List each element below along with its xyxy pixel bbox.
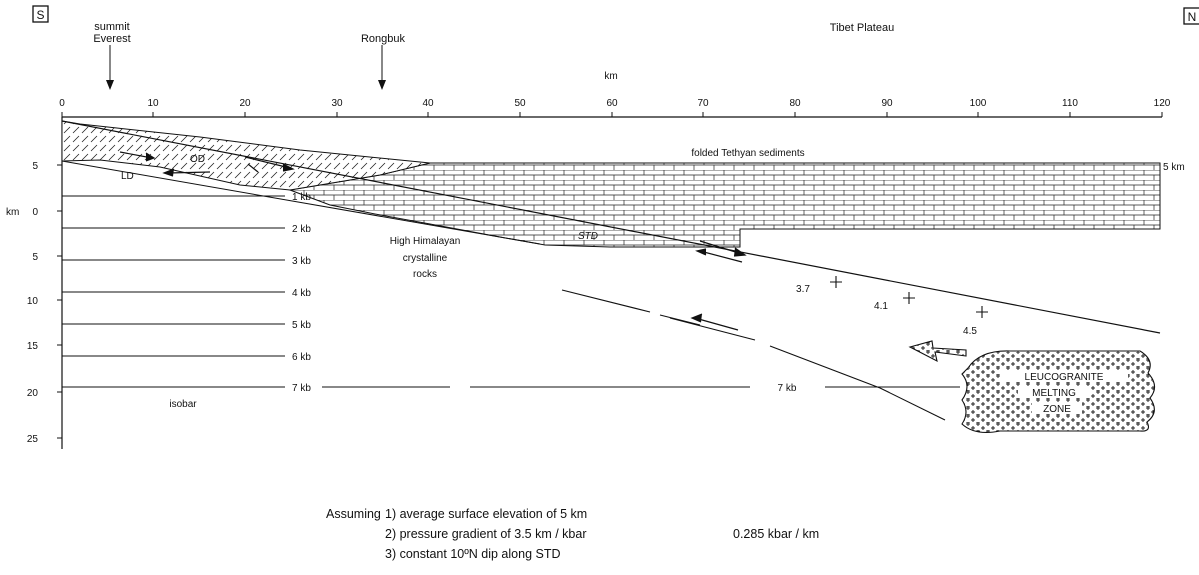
top-axis-tick-label: 100 <box>970 98 987 109</box>
left-axis-tick-label: 25 <box>27 434 39 445</box>
std-fault-line <box>61 120 1161 334</box>
top-axis-tick-label: 60 <box>606 98 618 109</box>
ld-fault-line <box>61 160 541 245</box>
rongbuk-arrow <box>378 45 386 90</box>
isobar-value-label: 7 kb <box>292 383 311 394</box>
svg-text:N: N <box>1188 10 1197 24</box>
hh-label-1: High Himalayan <box>390 236 461 247</box>
isobar-lines: 1 kb 2 kb 3 kb 4 kb 5 kb 6 kb 7 kb <box>62 192 311 394</box>
summit-label: summit <box>94 21 129 33</box>
isobar-value-label: 1 kb <box>292 192 311 203</box>
top-distance-axis: 0 10 20 30 40 50 60 70 80 90 100 110 120 <box>59 98 1171 118</box>
folded-sediments-label: folded Tethyan sediments <box>691 148 804 159</box>
svg-text:4.1: 4.1 <box>874 301 888 312</box>
svg-text:S: S <box>36 8 44 22</box>
melting-zone-line-2: MELTING <box>1032 388 1076 399</box>
top-axis-tick-label: 120 <box>1154 98 1171 109</box>
south-marker: S <box>32 5 49 23</box>
svg-text:3.7: 3.7 <box>796 284 810 295</box>
top-axis-tick-label: 50 <box>514 98 526 109</box>
left-axis-unit: km <box>6 207 19 218</box>
left-axis-tick-label: 15 <box>27 341 39 352</box>
hh-label-2: crystalline <box>403 253 448 264</box>
od-label: OD <box>190 154 205 165</box>
top-axis-tick-label: 110 <box>1062 98 1078 109</box>
deep-fault-dashed <box>561 289 946 421</box>
shear-arrows <box>119 151 747 331</box>
note-1: 1) average surface elevation of 5 km <box>385 507 588 521</box>
left-depth-axis: km 5 0 5 10 15 20 25 <box>6 117 63 449</box>
left-axis-tick-label: 20 <box>27 388 39 399</box>
isobar-value-label: 3 kb <box>292 256 311 267</box>
isobar-value-label: 5 kb <box>292 320 311 331</box>
top-axis-tick-label: 0 <box>59 98 65 109</box>
summit-arrow <box>106 45 114 90</box>
top-axis-tick-label: 40 <box>422 98 434 109</box>
left-axis-tick-label: 5 <box>32 252 38 263</box>
melting-zone-line-1: LEUCOGRANITE <box>1025 372 1104 383</box>
rongbuk-label: Rongbuk <box>361 33 406 45</box>
notes-assuming: Assuming <box>326 507 381 521</box>
top-axis-tick-label: 30 <box>331 98 343 109</box>
ld-label: LD <box>121 171 134 182</box>
everest-label: Everest <box>93 33 130 45</box>
north-marker: N <box>1183 7 1199 25</box>
note-2: 2) pressure gradient of 3.5 km / kbar <box>385 527 587 541</box>
left-axis-tick-label: 5 <box>32 161 38 172</box>
top-axis-tick-label: 80 <box>789 98 801 109</box>
isobar-value-label: 4 kb <box>292 288 311 299</box>
sample-point-4-1: 4.1 <box>874 292 915 312</box>
isobar-7kb-mid-label: 7 kb <box>778 383 797 394</box>
leucogranite-melting-zone: LEUCOGRANITE MELTING ZONE <box>908 340 1156 433</box>
hh-label-3: rocks <box>413 269 437 280</box>
five-km-label: 5 km <box>1163 162 1185 173</box>
top-axis-tick-label: 20 <box>239 98 251 109</box>
top-axis-tick-label: 90 <box>881 98 893 109</box>
tethyan-sediments <box>288 162 1161 248</box>
isobar-label: isobar <box>169 399 197 410</box>
note-3: 3) constant 10ºN dip along STD <box>385 547 561 561</box>
isobar-value-label: 2 kb <box>292 224 311 235</box>
left-axis-tick-label: 10 <box>27 296 39 307</box>
sample-point-3-7: 3.7 <box>796 276 842 295</box>
top-axis-tick-label: 70 <box>697 98 709 109</box>
tibet-plateau-label: Tibet Plateau <box>830 22 894 34</box>
left-axis-tick-label: 0 <box>32 207 38 218</box>
note-2-gradient: 0.285 kbar / km <box>733 527 820 541</box>
melting-zone-line-3: ZONE <box>1043 404 1071 415</box>
std-label: STD <box>578 231 598 242</box>
sample-point-4-5: 4.5 <box>963 306 988 337</box>
top-axis-tick-label: 10 <box>147 98 159 109</box>
svg-text:4.5: 4.5 <box>963 326 977 337</box>
top-axis-unit: km <box>604 71 617 82</box>
isobar-value-label: 6 kb <box>292 352 311 363</box>
